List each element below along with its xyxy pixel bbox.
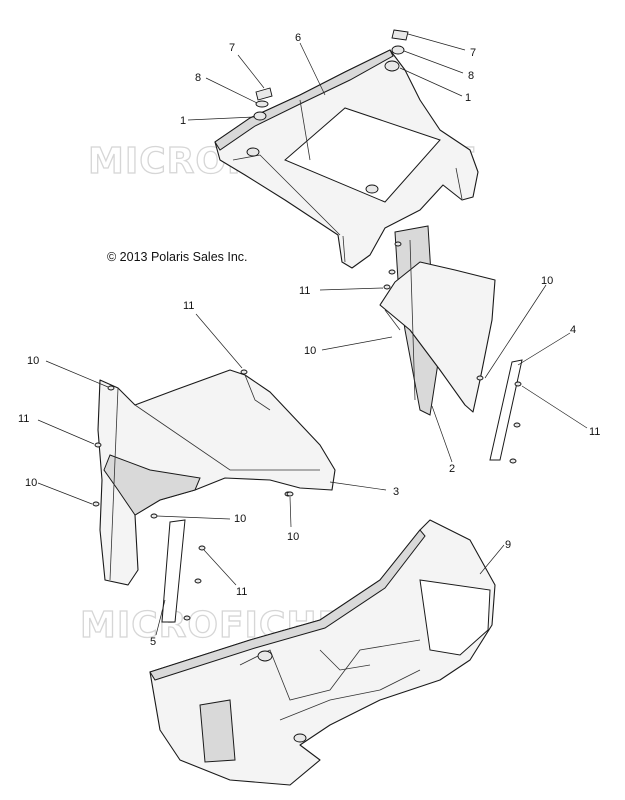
callout-11-bracket-4: 11 xyxy=(589,426,600,438)
fastener-10-center xyxy=(286,491,294,497)
grommet-1-right xyxy=(384,60,400,72)
callout-10-right-panel: 10 xyxy=(304,345,316,357)
washer-8-left xyxy=(255,100,269,108)
callout-8-right: 8 xyxy=(468,70,474,82)
fastener-7-left xyxy=(255,87,273,101)
washer-8-right xyxy=(391,45,405,55)
panel-2-bolt-mid xyxy=(388,269,396,275)
hood-hole xyxy=(365,184,379,194)
callout-10-bracket-5: 10 xyxy=(234,513,246,525)
callout-4: 4 xyxy=(570,324,576,336)
fastener-stack-left xyxy=(253,87,273,121)
callout-2: 2 xyxy=(449,463,455,475)
part-3-left-panel xyxy=(97,369,336,586)
callout-1-right: 1 xyxy=(465,92,471,104)
callout-7-left: 7 xyxy=(229,42,235,54)
bracket-4-bolt-mid xyxy=(513,422,521,428)
callout-3: 3 xyxy=(393,486,399,498)
bracket-4-bolt-top xyxy=(514,381,522,387)
callout-11-left-top: 11 xyxy=(183,300,194,312)
bracket-5-bolt-bottom xyxy=(183,615,191,621)
callout-11-bracket-5: 11 xyxy=(236,586,247,598)
part-4-right-bracket xyxy=(489,359,523,464)
bracket-5-bolt-mid xyxy=(194,578,202,584)
bracket-4-bolt-bottom xyxy=(509,458,517,464)
callout-10-upper-right: 10 xyxy=(541,275,553,287)
callout-5: 5 xyxy=(150,636,156,648)
grommet-1-left xyxy=(253,111,267,121)
hood-fastener-left xyxy=(246,147,260,157)
callout-8-left: 8 xyxy=(195,72,201,84)
part-6-hood-panel xyxy=(214,49,479,269)
panel-3-bolt-10 xyxy=(150,513,158,519)
fastener-7-right xyxy=(391,29,409,41)
callout-11-left: 11 xyxy=(18,413,29,425)
panel-2-bolt-right xyxy=(476,375,484,381)
callout-11-right-panel: 11 xyxy=(299,285,310,297)
bracket-5-bolt-top xyxy=(198,545,206,551)
callout-7-right: 7 xyxy=(470,47,476,59)
lower-bolt xyxy=(293,733,307,743)
callouts: 7 8 1 6 7 8 1 11 10 10 4 11 2 11 10 11 1… xyxy=(18,32,600,648)
part-5-left-bracket xyxy=(161,519,206,623)
callout-9: 9 xyxy=(505,539,511,551)
fastener-10-left-upper xyxy=(107,385,115,391)
callout-10-left-upper: 10 xyxy=(27,355,39,367)
panel-2-bolt-top xyxy=(394,241,402,247)
callout-6: 6 xyxy=(295,32,301,44)
callout-10-left-lower: 10 xyxy=(25,477,37,489)
fastener-10-left-lower xyxy=(92,501,100,507)
fastener-stack-right xyxy=(384,29,409,72)
panel-3-bolt-top xyxy=(240,369,248,375)
leader-lines xyxy=(37,33,588,636)
copyright-text: © 2013 Polaris Sales Inc. xyxy=(107,250,248,264)
part-9-lower-assembly xyxy=(149,519,496,786)
callout-1-left: 1 xyxy=(180,115,186,127)
callout-10-center: 10 xyxy=(287,531,299,543)
part-2-right-panel xyxy=(379,225,496,416)
lower-hole xyxy=(257,650,273,662)
panel-2-bolt-11 xyxy=(383,284,391,290)
fastener-11-left xyxy=(94,442,102,448)
